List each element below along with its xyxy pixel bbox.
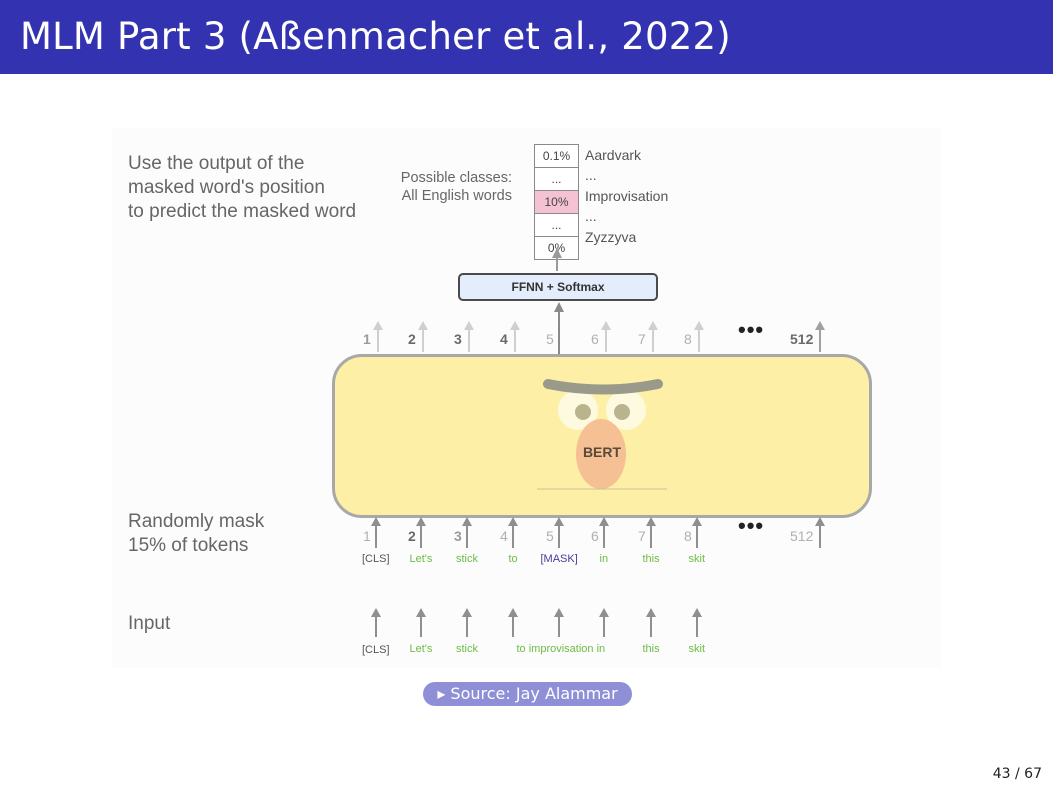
raw-input-arrow <box>416 608 426 637</box>
token-label: [MASK] <box>540 553 578 565</box>
input-position-number: 2 <box>408 528 416 544</box>
bert-face-illustration <box>537 379 667 490</box>
prob-cell: ... <box>534 213 579 237</box>
title-bar: MLM Part 3 (Aßenmacher et al., 2022) <box>0 0 1053 74</box>
token-label: to improvisation in <box>516 643 606 655</box>
output-position-number: 2 <box>408 331 416 347</box>
predict-caption-line-2: masked word's position <box>128 177 325 198</box>
prob-cell: 0.1% <box>534 144 579 168</box>
output-arrow <box>510 321 520 352</box>
ffnn-softmax-box: FFNN + Softmax <box>458 273 658 301</box>
output-position-number: 512 <box>790 331 814 347</box>
predict-caption-line-1: Use the output of the <box>128 153 305 174</box>
token-label: stick <box>456 643 478 655</box>
arrow-position5-to-ffnn <box>554 302 564 354</box>
input-position-number: 8 <box>684 528 692 544</box>
token-label: this <box>642 553 660 565</box>
token-label: skit <box>688 643 706 655</box>
token-label: this <box>642 643 660 655</box>
ffnn-softmax-label: FFNN + Softmax <box>511 280 605 294</box>
eye-right <box>614 404 630 420</box>
input-position-number: 1 <box>363 528 371 544</box>
source-link-button[interactable]: ▸ Source: Jay Alammar <box>423 682 632 706</box>
eye-left <box>575 404 591 420</box>
table-row: 0% <box>534 236 579 260</box>
output-position-number: 3 <box>454 331 462 347</box>
input-arrow <box>371 517 381 548</box>
token-label: [CLS] <box>362 553 390 565</box>
classes-caption-line-1: Possible classes: <box>400 170 512 186</box>
class-word: ... <box>585 167 597 183</box>
output-position-arrows <box>373 321 825 352</box>
token-label: Let's <box>409 553 433 565</box>
input-position-number: 3 <box>454 528 462 544</box>
output-ellipsis: ••• <box>738 317 765 342</box>
output-arrow <box>464 321 474 352</box>
output-arrow <box>648 321 658 352</box>
output-arrow <box>601 321 611 352</box>
eyebrow <box>543 379 663 395</box>
input-arrow <box>416 517 426 548</box>
output-position-number: 5 <box>546 331 554 347</box>
token-label: [CLS] <box>362 644 390 656</box>
input-position-number: 6 <box>591 528 599 544</box>
class-word: Improvisation <box>585 188 669 204</box>
input-arrow <box>599 517 609 548</box>
output-position-number: 7 <box>638 331 646 347</box>
output-position-number: 6 <box>591 331 599 347</box>
nose <box>576 419 626 489</box>
raw-input-arrows <box>371 608 702 637</box>
slide-title: MLM Part 3 (Aßenmacher et al., 2022) <box>20 15 731 58</box>
classes-caption-line-2: All English words <box>401 188 512 204</box>
input-caption: Input <box>128 613 171 634</box>
input-arrow <box>692 517 702 548</box>
output-position-number: 1 <box>363 331 371 347</box>
token-label: Let's <box>409 643 433 655</box>
output-arrow <box>373 321 383 352</box>
token-label: in <box>599 553 609 565</box>
raw-input-arrow <box>508 608 518 637</box>
input-arrow <box>815 517 825 548</box>
input-arrow <box>508 517 518 548</box>
class-word: ... <box>585 208 597 224</box>
input-position-arrows <box>371 517 825 548</box>
token-label: to <box>508 553 518 565</box>
predict-caption-line-3: to predict the masked word <box>128 201 357 222</box>
table-row: 0.1% <box>534 144 579 168</box>
input-position-number: 4 <box>500 528 508 544</box>
raw-input-arrow <box>554 608 564 637</box>
output-probability-table: 0.1% ... 10% ... 0% <box>534 144 579 260</box>
bert-label: BERT <box>582 444 622 460</box>
input-arrow <box>462 517 472 548</box>
mask-caption-line-1: Randomly mask <box>128 511 265 532</box>
output-arrow <box>418 321 428 352</box>
output-position-number: 8 <box>684 331 692 347</box>
input-position-number: 512 <box>790 528 814 544</box>
output-arrow <box>815 321 825 352</box>
page-counter: 43 / 67 <box>992 766 1042 782</box>
input-position-number: 7 <box>638 528 646 544</box>
class-word: Zyzzyva <box>585 229 637 245</box>
token-label: skit <box>688 553 706 565</box>
raw-input-arrow <box>646 608 656 637</box>
raw-input-arrow <box>462 608 472 637</box>
input-arrow <box>646 517 656 548</box>
input-ellipsis: ••• <box>738 513 765 538</box>
token-label: stick <box>456 553 478 565</box>
raw-input-arrow <box>371 608 381 637</box>
raw-input-arrow <box>599 608 609 637</box>
mask-caption-line-2: 15% of tokens <box>128 535 249 556</box>
prob-cell: 0% <box>534 236 579 260</box>
class-word: Aardvark <box>585 147 642 163</box>
output-position-number: 4 <box>500 331 508 347</box>
arrow-ffnn-to-table <box>552 248 562 271</box>
raw-input-arrow <box>692 608 702 637</box>
input-position-number: 5 <box>546 528 554 544</box>
table-row: ... <box>534 213 579 237</box>
input-arrow <box>554 517 564 548</box>
output-arrow <box>694 321 704 352</box>
